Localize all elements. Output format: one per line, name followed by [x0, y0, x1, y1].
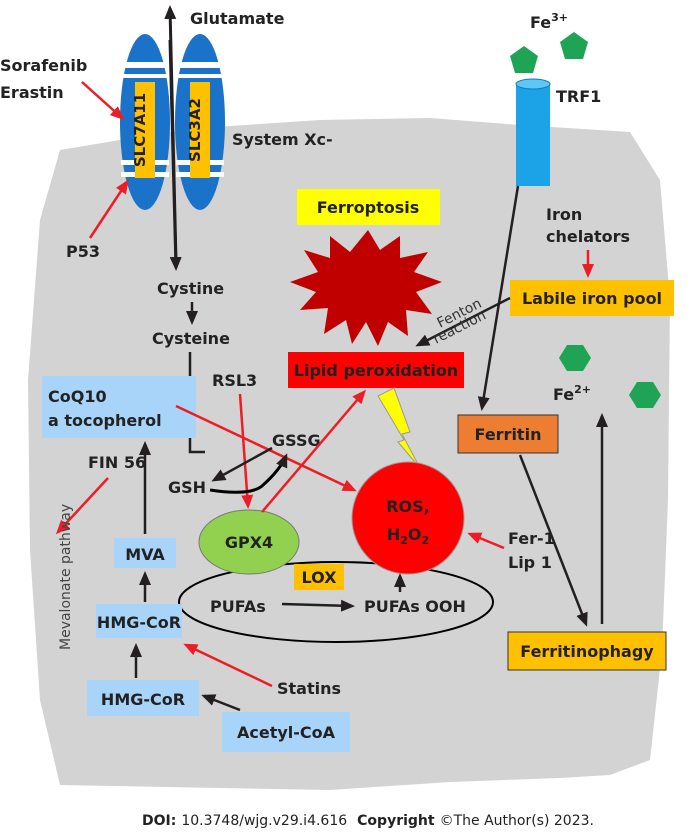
ferroptosis-label: Ferroptosis	[317, 198, 420, 217]
rsl3-arrow	[238, 393, 254, 509]
sorafenib-label: Sorafenib	[0, 56, 87, 75]
lipid-peroxidation-label: Lipid peroxidation	[294, 361, 458, 380]
statins-arrow	[183, 643, 273, 688]
ferritin-box	[457, 414, 559, 454]
acetyl-coa-box	[222, 712, 350, 752]
fe2-hexagon-icon	[559, 345, 591, 371]
fe3-label: Fe3+	[530, 11, 568, 32]
iron-chelators-label-2: chelators	[546, 227, 630, 246]
ferritin-to-ferritinophagy-arrow	[518, 454, 588, 627]
cystine-import-arrow	[168, 39, 182, 271]
fe3-pentagon-icon	[560, 32, 588, 59]
mva-box	[114, 538, 176, 568]
ros-label-2: H2O2	[387, 525, 429, 547]
acetyl-coa-label: Acetyl-CoA	[237, 723, 336, 742]
fenton-reaction-arrow	[415, 296, 511, 347]
fer1-lip1-arrow	[467, 532, 505, 550]
lipid-peroxidation-box	[288, 352, 464, 388]
trf1-receptor	[516, 84, 550, 186]
fin56-arrow	[55, 477, 109, 535]
ferritin-label: Ferritin	[475, 425, 542, 444]
gpx4-to-lipid-arrow	[261, 389, 366, 513]
fin56-label: FIN 56	[88, 453, 146, 472]
gsh-label: GSH	[168, 478, 206, 497]
slc7a11-label: SLC7A11	[131, 93, 149, 167]
hmg-cor-label-1: HMG-CoR	[97, 613, 181, 632]
hmg-cor-box-2	[87, 680, 199, 716]
cell-membrane	[28, 118, 670, 790]
hmg-cor-label-2: HMG-CoR	[101, 690, 185, 709]
lightning-icon	[377, 387, 421, 469]
ferroptosis-starburst-icon	[290, 230, 442, 346]
mevalonate-pathway-label: Mevalonate pathway	[58, 504, 74, 650]
pufas-ooh-label: PUFAs OOH	[364, 597, 466, 616]
glutamate-label: Glutamate	[190, 9, 285, 28]
ferritinophagy-box	[507, 631, 667, 671]
slc3a2-channel: SLC3A2	[175, 34, 225, 210]
p53-arrow	[88, 179, 129, 239]
pufas-label: PUFAs	[210, 597, 266, 616]
fer1-label: Fer-1	[508, 529, 555, 548]
gssg-to-gsh-arrow	[211, 446, 273, 482]
cysteine-label: Cysteine	[152, 329, 230, 348]
fe2-label: Fe2+	[553, 383, 591, 404]
gpx4-label: GPX4	[225, 533, 273, 552]
trf1-label: TRF1	[556, 87, 601, 106]
ferroptosis-box	[297, 189, 440, 225]
lox-label: LOX	[302, 568, 338, 587]
coq10-label-1: CoQ10	[48, 387, 107, 406]
statins-label: Statins	[277, 679, 341, 698]
rsl3-label: RSL3	[212, 371, 257, 390]
slc3a2-label: SLC3A2	[186, 98, 204, 162]
ros-node	[351, 461, 465, 575]
hmg-cor-box-1	[96, 604, 182, 638]
gssg-label: GSSG	[272, 431, 321, 450]
coq10-label-2: a tocopherol	[48, 411, 162, 430]
lip1-label: Lip 1	[508, 553, 552, 572]
sorafenib-erastin-arrow	[81, 81, 125, 121]
system-xc-label: System Xc-	[232, 130, 333, 149]
labile-iron-pool-box	[510, 280, 674, 316]
mva-label: MVA	[125, 545, 165, 564]
pufa-membrane-ellipse	[178, 561, 494, 643]
acetyl-to-hmg-arrow	[201, 694, 241, 712]
slc7a11-channel: SLC7A11	[120, 34, 170, 210]
fe3-pentagon-icon	[510, 46, 538, 73]
ros-label-1: ROS,	[386, 497, 430, 516]
gsh-to-gssg-curve	[209, 453, 288, 494]
ferritinophagy-label: Ferritinophagy	[520, 642, 654, 661]
erastin-label: Erastin	[0, 83, 64, 102]
iron-chelators-label-1: Iron	[546, 205, 582, 224]
labile-iron-pool-label: Labile iron pool	[522, 289, 662, 308]
fe2-hexagon-icon	[629, 382, 661, 408]
gpx4-node	[198, 509, 300, 575]
trf1-to-ferritin-arrow	[477, 185, 520, 411]
cystine-label: Cystine	[157, 279, 224, 298]
pufas-to-ooh-arrow	[281, 599, 355, 612]
p53-label: P53	[66, 242, 100, 261]
lox-box	[294, 564, 344, 590]
coq10-box	[42, 376, 196, 438]
coq10-to-ros-arrow	[175, 404, 357, 492]
